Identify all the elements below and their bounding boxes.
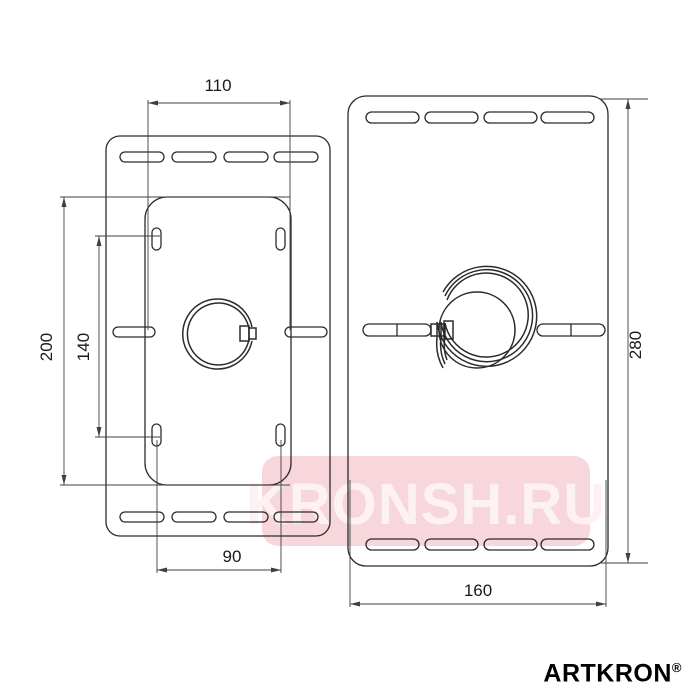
collar-ring-2 <box>439 268 534 365</box>
left-center-boss <box>181 298 257 370</box>
boss-tab-left <box>239 325 250 342</box>
slot-bottom-2 <box>424 538 479 551</box>
corner-slot-top-right <box>275 227 286 251</box>
right-assembly <box>347 95 609 567</box>
dim-label-110: 110 <box>204 76 231 95</box>
dim-label-160: 160 <box>464 581 492 600</box>
slot-top-3 <box>223 151 269 163</box>
dim-label-200: 200 <box>37 333 56 361</box>
slot-top-4 <box>273 151 319 163</box>
slot-bottom-3 <box>483 538 538 551</box>
arrow-left <box>350 601 360 607</box>
slot-side-left <box>112 326 156 338</box>
arrow-bottom <box>625 553 631 563</box>
back-plate-left-top-slots <box>119 151 319 163</box>
boss-inner-ring-left <box>186 302 250 366</box>
watermark-plate <box>262 456 590 546</box>
right-plate-bottom-slots <box>365 538 595 551</box>
collar-ring-1 <box>435 265 538 369</box>
dimension-lines <box>60 98 648 607</box>
registered-trademark-icon: ® <box>671 659 682 675</box>
dimension-labels: 110 90 200 140 280 160 <box>37 76 645 600</box>
dim-280 <box>600 98 648 564</box>
arrow-top <box>625 99 631 109</box>
arrow-left <box>148 100 158 106</box>
corner-slot-top-left <box>151 227 162 251</box>
dim-label-140: 140 <box>74 333 93 361</box>
arrow-top <box>61 197 67 207</box>
watermark-label: KRONSH.RU <box>246 472 606 537</box>
arrow-right <box>280 100 290 106</box>
arrow-left <box>157 567 167 573</box>
back-plate-left-outline <box>105 135 331 537</box>
corner-slot-bottom-left <box>151 423 162 447</box>
collar-ring-3 <box>443 272 529 361</box>
artkron-logo: ARTKRON® <box>543 661 682 686</box>
dim-140 <box>95 235 160 438</box>
dim-label-280: 280 <box>626 331 645 359</box>
slot-top-1 <box>119 151 165 163</box>
dim-label-90: 90 <box>223 547 242 566</box>
dim-110 <box>147 100 291 330</box>
collar-bore <box>438 291 516 369</box>
back-plate-left-bottom-slots <box>119 511 319 523</box>
boss-outer-ring-left <box>181 298 253 370</box>
front-plate-left-corner-slots <box>151 227 286 447</box>
dim-200 <box>60 196 290 486</box>
slot-top-4 <box>540 111 595 124</box>
slot-bottom-1 <box>365 538 420 551</box>
arrow-right <box>596 601 606 607</box>
boss-tab-slot-left <box>248 327 257 340</box>
slot-top-3 <box>483 111 538 124</box>
watermark-group: KRONSH.RU <box>246 456 606 546</box>
right-plate-side-slots <box>362 323 606 337</box>
dim-90 <box>156 440 282 573</box>
arrow-bottom <box>61 475 67 485</box>
slot-bottom-4 <box>540 538 595 551</box>
corner-slot-bottom-right <box>275 423 286 447</box>
slot-bottom-1 <box>119 511 165 523</box>
front-plate-left-outline <box>144 196 292 486</box>
dim-160 <box>349 480 607 607</box>
right-center-collar <box>430 265 538 369</box>
artkron-logo-text: ARTKRON <box>543 659 672 687</box>
collar-tab-slot <box>430 323 445 337</box>
arrow-right <box>271 567 281 573</box>
right-plate-top-slots <box>365 111 595 124</box>
back-plate-left-side-slots <box>112 326 328 338</box>
slot-bottom-4 <box>273 511 319 523</box>
right-plate-outline <box>347 95 609 567</box>
slot-top-2 <box>424 111 479 124</box>
slot-side-right <box>284 326 328 338</box>
slot-top-1 <box>365 111 420 124</box>
slot-top-2 <box>171 151 217 163</box>
slot-bottom-2 <box>171 511 217 523</box>
slot-bottom-3 <box>223 511 269 523</box>
arrow-bottom <box>96 427 102 437</box>
arrow-top <box>96 236 102 246</box>
